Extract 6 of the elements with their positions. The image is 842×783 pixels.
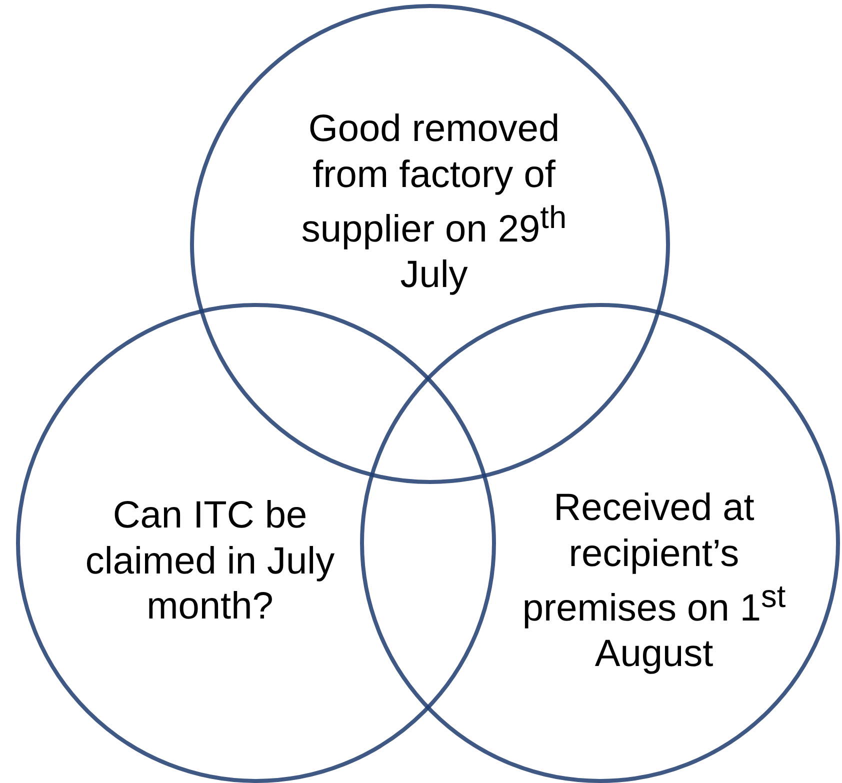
venn-circle [16, 303, 496, 783]
venn-circle [360, 303, 840, 783]
circle-label: Good removed from factory of supplier on 29$^{th}$ July [300, 106, 568, 298]
venn-circle [190, 4, 670, 484]
circle-label: Received at recipient’s premises on 1$^{st}$ August [521, 486, 787, 678]
circle-label: Can ITC be claimed in July month? [84, 494, 336, 630]
